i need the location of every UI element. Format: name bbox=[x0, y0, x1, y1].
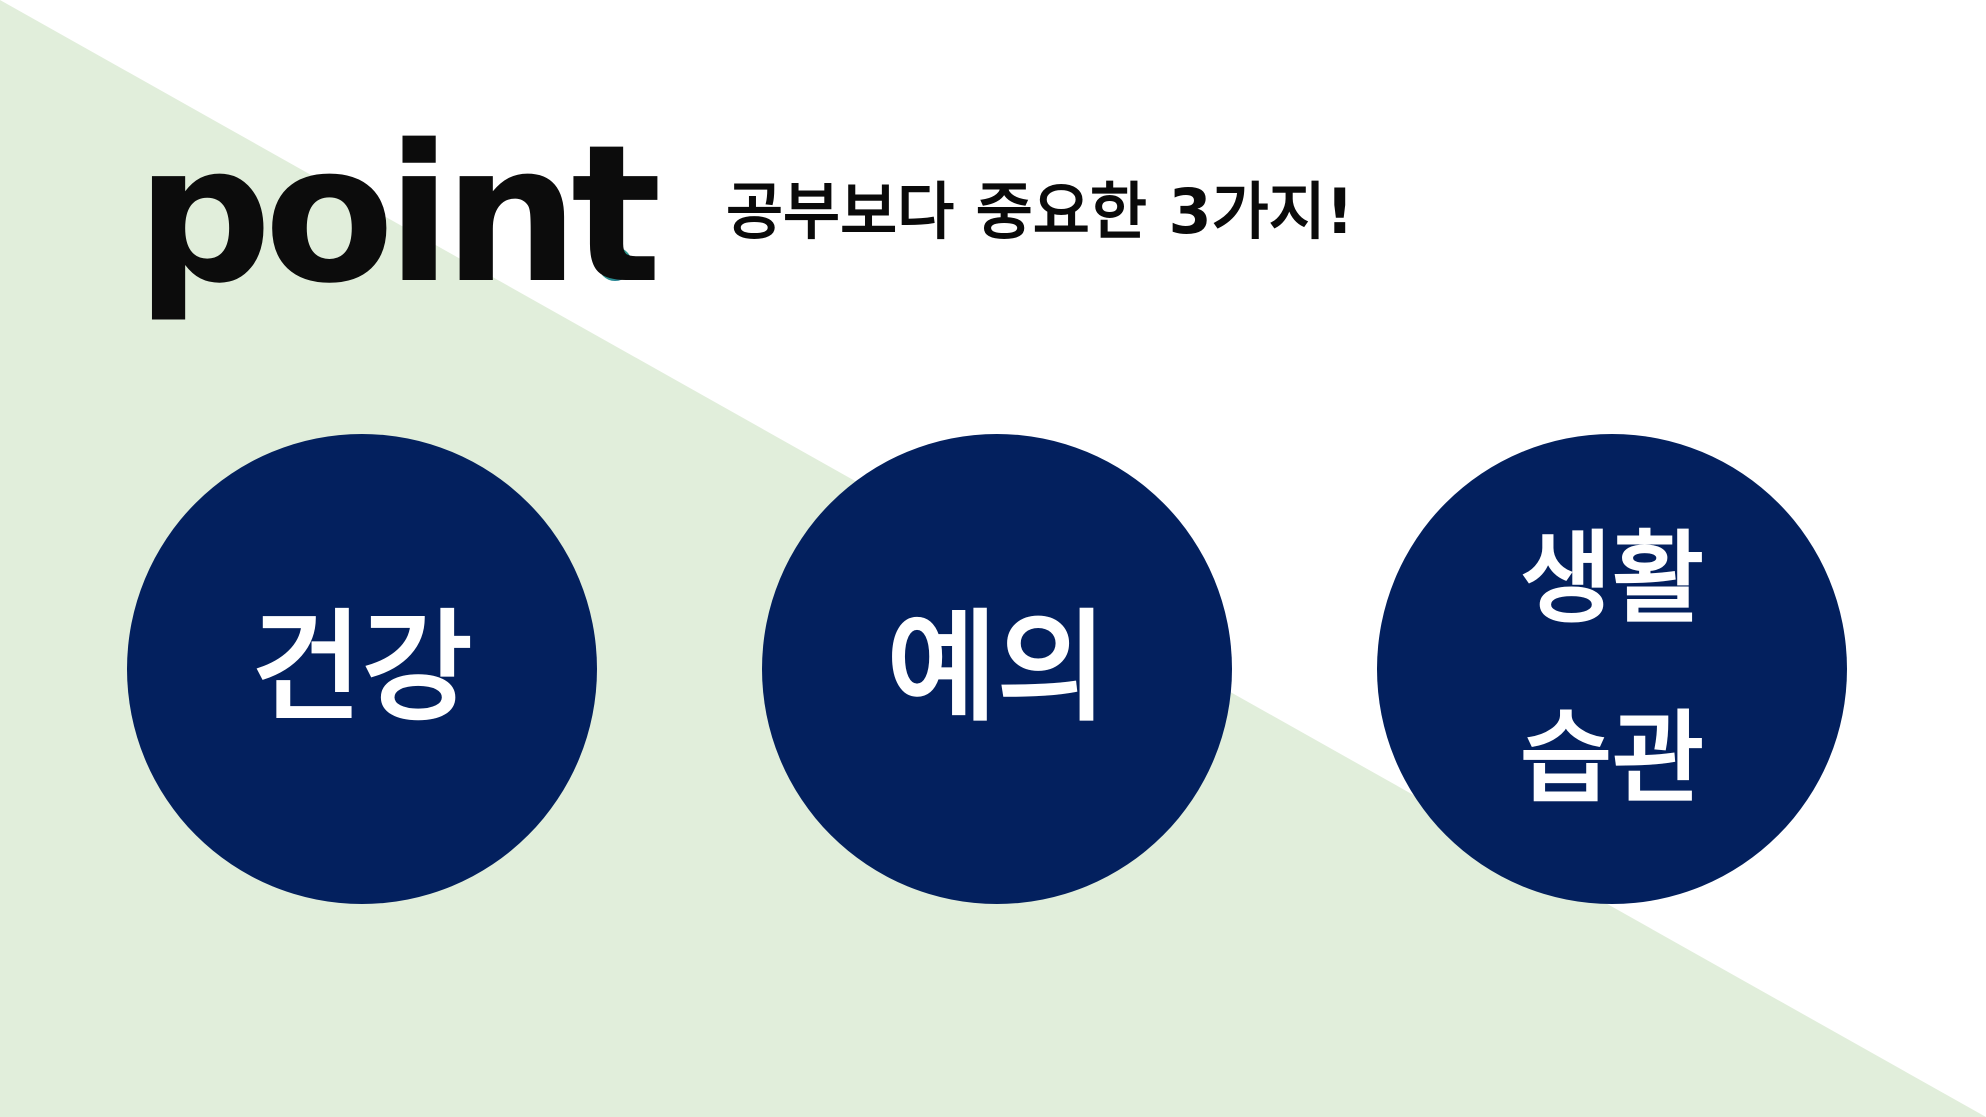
logo-wordmark: point bbox=[136, 104, 662, 325]
page-title: 공부보다 중요한 3가지! bbox=[726, 175, 1354, 248]
point-logo: point bbox=[136, 104, 662, 330]
logo-dot-icon bbox=[598, 247, 632, 281]
point-label-health: 건강 bbox=[251, 599, 473, 738]
point-circle-health: 건강 bbox=[127, 434, 597, 904]
point-circle-manners: 예의 bbox=[762, 434, 1232, 904]
point-label-habits: 생활 습관 bbox=[1520, 520, 1704, 817]
point-circle-habits: 생활 습관 bbox=[1377, 434, 1847, 904]
point-label-manners: 예의 bbox=[886, 599, 1108, 738]
